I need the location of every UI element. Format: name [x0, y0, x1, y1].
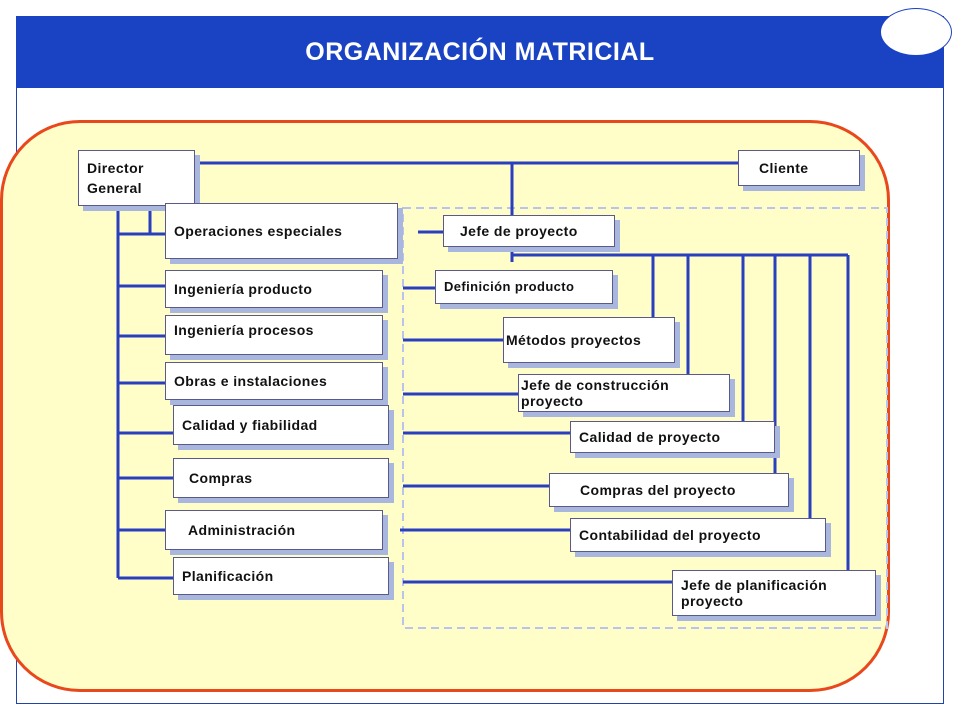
- page-title: ORGANIZACIÓN MATRICIAL: [305, 37, 655, 66]
- box-calidad-fiabilidad: Calidad y fiabilidad: [173, 405, 389, 445]
- box-operaciones-especiales: Operaciones especiales: [165, 203, 398, 259]
- box-ingenieria-procesos: Ingeniería procesos: [165, 315, 383, 355]
- project-dashed-region: [402, 207, 888, 629]
- box-planificacion: Planificación: [173, 557, 389, 595]
- box-director-general: Director General: [78, 150, 195, 206]
- box-metodos-proyectos: Métodos proyectos: [503, 317, 675, 363]
- box-cliente: Cliente: [738, 150, 860, 186]
- box-jefe-construccion-proyecto: Jefe de construcción proyecto: [518, 374, 730, 412]
- corner-ellipse: [880, 8, 952, 56]
- box-jefe-planificacion-proyecto: Jefe de planificación proyecto: [672, 570, 876, 616]
- box-obras-instalaciones: Obras e instalaciones: [165, 362, 383, 400]
- title-bar: [16, 16, 944, 88]
- box-compras-del-proyecto: Compras del proyecto: [549, 473, 789, 507]
- box-calidad-de-proyecto: Calidad de proyecto: [570, 421, 775, 453]
- box-administracion: Administración: [165, 510, 383, 550]
- box-definicion-producto: Definición producto: [435, 270, 613, 304]
- box-jefe-de-proyecto: Jefe de proyecto: [443, 215, 615, 247]
- connector-group: [116, 161, 850, 584]
- box-ingenieria-producto: Ingeniería producto: [165, 270, 383, 308]
- box-contabilidad-del-proyecto: Contabilidad del proyecto: [570, 518, 826, 552]
- box-compras: Compras: [173, 458, 389, 498]
